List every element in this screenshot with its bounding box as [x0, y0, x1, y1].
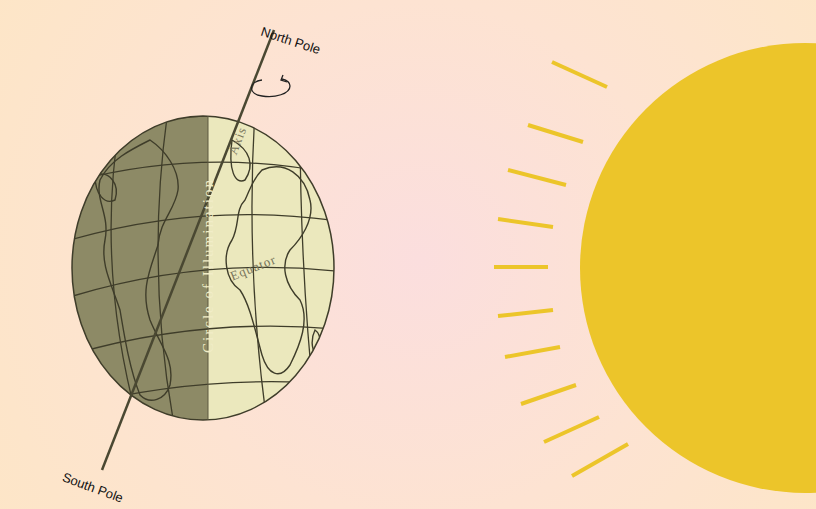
rotation-arrow [252, 75, 291, 97]
globe [60, 100, 345, 440]
sun [580, 43, 816, 493]
terminator-label: Circle of Illumination [201, 178, 216, 353]
rotation-axis [102, 30, 274, 470]
sun-rays [494, 62, 628, 476]
